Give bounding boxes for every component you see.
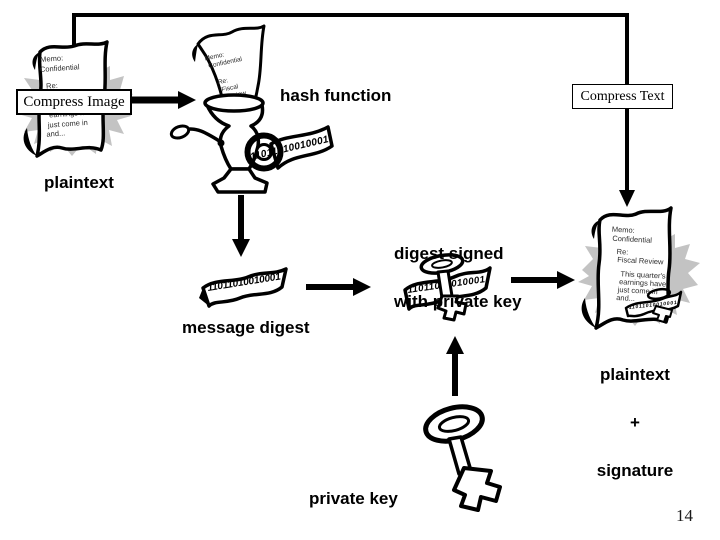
crank-knob xyxy=(169,124,191,140)
memo-line: Confidential xyxy=(612,234,652,245)
mini-ribbon xyxy=(624,290,683,318)
memo-line: Fiscal xyxy=(221,83,240,93)
memo-line: Memo: xyxy=(204,51,225,62)
memo-line: Confidential xyxy=(40,62,80,74)
page-curl-top xyxy=(192,44,198,62)
grinder-ring xyxy=(244,132,284,172)
output-line3: signature xyxy=(596,461,674,480)
private-key-label: private key used for signing xyxy=(309,459,441,540)
compress-image-box: Compress Image xyxy=(16,89,132,115)
memo-line: earnings have xyxy=(619,277,667,288)
arrow-plaintext-to-hash xyxy=(132,91,196,109)
memo-line: and... xyxy=(616,293,635,303)
arrow-signed-to-output xyxy=(511,271,575,289)
memo-line: just come in xyxy=(616,285,657,296)
key-head-inner xyxy=(431,259,453,269)
crank-axle xyxy=(217,139,225,147)
page-number: 14 xyxy=(676,506,693,525)
memo-line: This quarter's xyxy=(620,269,666,280)
memo-line: Fiscal Review xyxy=(617,255,664,266)
key-bit xyxy=(436,294,468,322)
memo-line: and... xyxy=(46,128,65,138)
ribbon-fold xyxy=(199,288,209,306)
signed-digest-image: 11011010010001 xyxy=(403,253,492,322)
memo-line: Memo: xyxy=(40,53,63,64)
ribbon xyxy=(201,267,288,308)
arrow-key-to-signing xyxy=(446,336,464,396)
digest-signed-line1: digest signed xyxy=(394,244,504,263)
page-curl-bottom xyxy=(581,298,596,328)
private-key-image xyxy=(423,404,502,512)
arrow-digest-to-signing xyxy=(306,278,371,296)
page-curl-bottom xyxy=(23,128,37,156)
hash-function-label: hash function xyxy=(280,86,392,105)
output-ribbon xyxy=(269,125,334,170)
memo-text: Memo: Confidential Re: Fiscal Review Thi… xyxy=(612,225,667,303)
digest-digits: 11011010010001 xyxy=(629,300,678,311)
compress-text-box: Compress Text xyxy=(572,84,673,109)
page-curl-top xyxy=(32,52,40,70)
key-head-inner xyxy=(437,415,471,433)
memo-line: Memo: xyxy=(612,225,635,235)
output-line2: + xyxy=(630,413,640,432)
plaintext-label: plaintext xyxy=(44,173,114,192)
memo-line: just come in xyxy=(47,118,89,130)
digest-signed-label: digest signed with private key xyxy=(394,214,522,342)
grinder-base xyxy=(211,167,269,194)
hash-function-grinder-image: Memo: Confidential Re: Fiscal Review 110… xyxy=(169,24,334,194)
funnel-rim xyxy=(203,93,265,113)
connector-arrowhead xyxy=(619,190,635,207)
page-curl-top xyxy=(591,220,600,239)
digest-signed-line2: with private key xyxy=(394,292,522,311)
output-document-image: Memo: Confidential Re: Fiscal Review Thi… xyxy=(578,206,700,330)
private-key-line1: private key xyxy=(309,489,398,508)
mini-key-bit xyxy=(652,305,673,323)
mini-key-head xyxy=(646,287,672,301)
private-key-line2: used for signing xyxy=(309,538,441,540)
grinder-ring-inner xyxy=(255,143,273,161)
key-bit xyxy=(452,466,502,512)
message-digest-label: message digest xyxy=(182,318,310,337)
arrow-hash-to-digest xyxy=(232,195,250,257)
memo-line: Re: xyxy=(616,247,628,257)
output-line1: plaintext xyxy=(600,365,670,384)
message-digest-ribbon-image: 11011010010001 xyxy=(199,267,288,308)
plaintext-signature-label: plaintext + signature xyxy=(574,335,696,511)
memo-line: Re: xyxy=(46,81,58,91)
memo-line: Re: xyxy=(217,77,229,86)
